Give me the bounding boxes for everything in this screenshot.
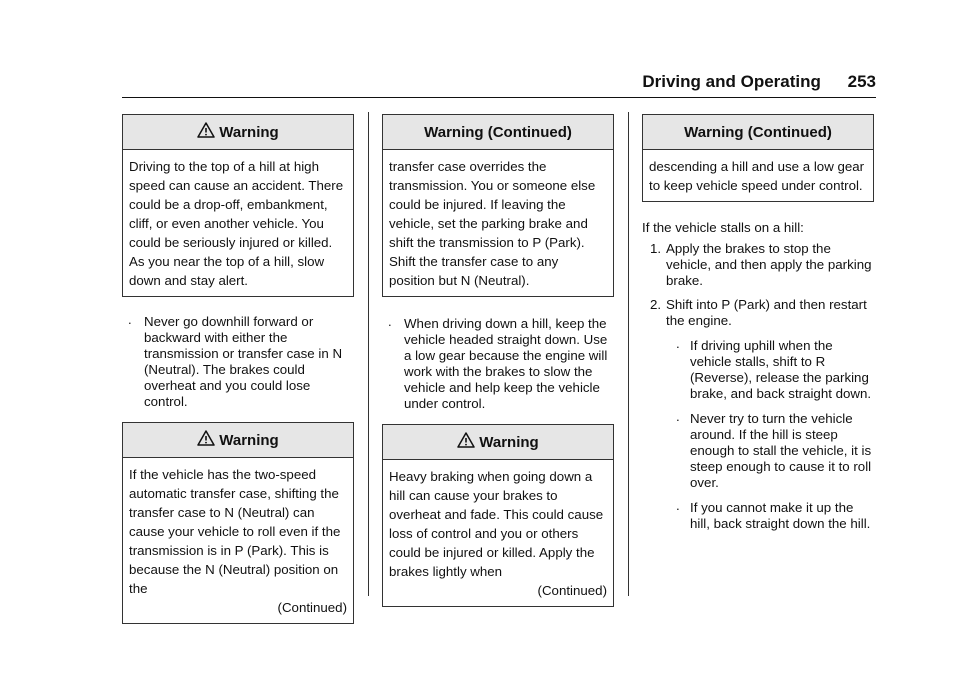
warning-box: Warning Driving to the top of a hill at …: [122, 114, 354, 297]
intro-paragraph: If the vehicle stalls on a hill:: [642, 220, 804, 235]
warning-body-text: Heavy braking when going down a hill can…: [389, 469, 604, 579]
bullet-glyph: .: [128, 312, 132, 327]
warning-header: Warning: [383, 425, 613, 460]
sub-list-item-text: If you cannot make it up the hill, back …: [690, 500, 871, 531]
continued-label: (Continued): [537, 583, 607, 598]
warning-text: If the vehicle has the two-speed automat…: [123, 458, 353, 623]
warning-triangle-icon: [197, 430, 216, 450]
sub-list-item-text: If driving uphill when the vehicle stall…: [690, 338, 872, 401]
warning-text: transfer case overrides the transmission…: [389, 159, 596, 288]
warning-box: Warning (Continued) descending a hill an…: [642, 114, 874, 202]
column-3: Warning (Continued) descending a hill an…: [642, 114, 874, 532]
section-title: Driving and Operating: [642, 72, 821, 91]
step-number: 1.: [650, 241, 662, 256]
warning-label: Warning: [219, 123, 279, 141]
page-number: 253: [847, 72, 876, 91]
step-text: Shift into P (Park) and then restart the…: [666, 297, 867, 328]
step-text: Apply the brakes to stop the vehicle, an…: [666, 241, 872, 288]
sub-list-item: . If you cannot make it up the hill, bac…: [642, 498, 874, 532]
bullet-glyph: .: [388, 314, 392, 329]
warning-box: Warning If the vehicle has the two-speed…: [122, 422, 354, 624]
warning-header: Warning: [123, 115, 353, 150]
sub-list-item: . Never try to turn the vehicle around. …: [642, 409, 874, 491]
warning-label: Warning: [219, 431, 279, 449]
bullet-glyph: .: [676, 498, 680, 513]
warning-header: Warning (Continued): [643, 115, 873, 150]
column-separator: [368, 112, 369, 596]
warning-label: Warning (Continued): [684, 123, 832, 141]
bullet-glyph: .: [676, 409, 680, 424]
warning-header: Warning: [123, 423, 353, 458]
page-header: Driving and Operating 253: [624, 72, 876, 92]
warning-box: Warning (Continued) transfer case overri…: [382, 114, 614, 297]
warning-header: Warning (Continued): [383, 115, 613, 150]
warning-body-text: If the vehicle has the two-speed automat…: [129, 467, 341, 596]
warning-triangle-icon: [457, 432, 476, 452]
column-separator: [628, 112, 629, 596]
column-1: Warning Driving to the top of a hill at …: [122, 114, 354, 624]
numbered-step: 1. Apply the brakes to stop the vehicle,…: [642, 241, 874, 289]
warning-text: Heavy braking when going down a hill can…: [383, 460, 613, 606]
warning-box: Warning Heavy braking when going down a …: [382, 424, 614, 607]
list-item-text: When driving down a hill, keep the vehic…: [404, 316, 608, 411]
warning-text: Driving to the top of a hill at high spe…: [129, 159, 344, 288]
column-2: Warning (Continued) transfer case overri…: [382, 114, 614, 607]
list-item: . Never go downhill forward or backward …: [122, 312, 354, 410]
sub-list-item: . If driving uphill when the vehicle sta…: [642, 336, 874, 402]
sub-list-item-text: Never try to turn the vehicle around. If…: [690, 411, 872, 490]
warning-label: Warning (Continued): [424, 123, 572, 141]
warning-text: descending a hill and use a low gear to …: [649, 159, 865, 193]
warning-triangle-icon: [197, 122, 216, 142]
numbered-step: 2. Shift into P (Park) and then restart …: [642, 297, 874, 329]
step-number: 2.: [650, 297, 662, 312]
header-rule: [122, 97, 876, 98]
list-item-text: Never go downhill forward or backward wi…: [144, 314, 343, 409]
bullet-glyph: .: [676, 336, 680, 351]
list-item: . When driving down a hill, keep the veh…: [382, 314, 614, 412]
warning-label: Warning: [479, 433, 539, 451]
continued-label: (Continued): [277, 600, 347, 615]
